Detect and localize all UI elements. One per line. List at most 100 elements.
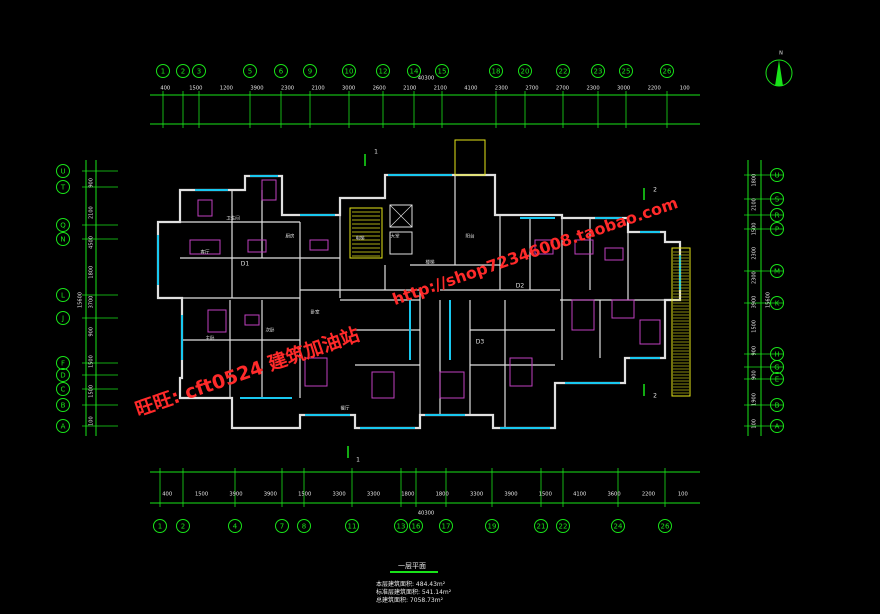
- top-dim-text: 2100: [434, 86, 447, 92]
- bottom-axis-bubble-circle: [176, 519, 190, 533]
- top-axis-bubble: 9: [308, 68, 312, 76]
- top-dim-text: 2200: [648, 86, 661, 92]
- top-axis-bubble: 1: [161, 68, 165, 76]
- top-axis-bubble-circle: [342, 64, 356, 78]
- left-axis-bubble-circle: [56, 232, 70, 246]
- right-axis-bubble: A: [775, 423, 780, 431]
- north-label: N: [779, 51, 783, 57]
- entrance-canopy: [454, 139, 486, 176]
- top-axis-bubble-circle: [176, 64, 190, 78]
- left-axis-bubble: C: [61, 386, 66, 394]
- unit-label: D1: [241, 261, 250, 268]
- top-axis-bubble-circle: [156, 64, 170, 78]
- bottom-dim-text: 400: [162, 492, 172, 498]
- bottom-axis-bubble-circle: [297, 519, 311, 533]
- room-label: 阳台: [466, 233, 475, 240]
- right-dim-text: 2100: [752, 198, 758, 211]
- top-dim-text: 1500: [189, 86, 202, 92]
- bottom-axis-bubble-circle: [611, 519, 625, 533]
- furniture: [247, 239, 267, 253]
- left-axis-bubble: A: [61, 423, 66, 431]
- furniture: [574, 239, 594, 255]
- north-pointer: [775, 60, 783, 86]
- top-axis-bubble: 10: [345, 68, 354, 76]
- left-dim-text: 1500: [89, 355, 95, 368]
- left-dim-text: 900: [89, 327, 95, 337]
- top-dim-text: 2700: [525, 86, 538, 92]
- furniture: [189, 239, 221, 255]
- right-axis-bubble: R: [775, 212, 780, 220]
- bottom-axis-bubble-circle: [534, 519, 548, 533]
- right-axis-bubble: G: [774, 364, 779, 372]
- left-axis-bubble-circle: [56, 288, 70, 302]
- top-dim-text: 4100: [464, 86, 477, 92]
- top-axis-bubble: 5: [248, 68, 252, 76]
- area-line-1: 本层建筑面积: 484.43m²: [376, 581, 446, 588]
- bottom-axis-bubble: 11: [348, 523, 357, 531]
- bottom-axis-bubble-circle: [658, 519, 672, 533]
- furniture: [571, 299, 595, 331]
- bottom-axis-bubble: 13: [397, 523, 406, 531]
- bottom-dim-text: 1500: [539, 492, 552, 498]
- right-dimension-chain: USRPMKHGEBA18002100150023002300390015009…: [744, 160, 784, 436]
- bottom-axis-bubble-circle: [345, 519, 359, 533]
- top-axis-bubble-circle: [619, 64, 633, 78]
- bottom-axis-bubble: 24: [614, 523, 623, 531]
- room-label: 客厅: [201, 249, 210, 256]
- right-axis-bubble-circle: [770, 208, 784, 222]
- right-dim-text: 100: [752, 419, 758, 429]
- right-axis-bubble: H: [774, 351, 779, 359]
- furniture: [244, 314, 260, 326]
- right-dim-text: 900: [752, 370, 758, 380]
- top-dim-text: 2100: [403, 86, 416, 92]
- left-dim-text: 4500: [89, 236, 95, 249]
- right-axis-bubble: M: [774, 268, 780, 276]
- right-axis-bubble-circle: [770, 222, 784, 236]
- bottom-axis-bubble-circle: [275, 519, 289, 533]
- left-axis-bubble-circle: [56, 382, 70, 396]
- unit-label: D3: [476, 339, 485, 346]
- bottom-axis-bubble: 17: [442, 523, 451, 531]
- left-axis-bubble: J: [61, 315, 64, 323]
- bottom-axis-bubble: 2: [181, 523, 185, 531]
- left-axis-bubble: F: [61, 360, 65, 368]
- left-axis-bubble-circle: [56, 398, 70, 412]
- north-arrow-icon: N: [765, 51, 793, 87]
- bottom-dim-text: 3900: [504, 492, 517, 498]
- area-line-2: 标准层建筑面积: 541.14m²: [376, 589, 452, 596]
- furniture: [207, 309, 227, 333]
- room-label: 主卧: [206, 335, 215, 342]
- left-dim-text: 1800: [89, 266, 95, 279]
- top-total-text: 40300: [418, 76, 435, 82]
- bottom-axis-bubble: 4: [233, 523, 238, 531]
- right-axis-bubble-circle: [770, 372, 784, 386]
- left-axis-bubble: B: [61, 402, 66, 410]
- bottom-dim-text: 3300: [470, 492, 483, 498]
- room-label: 次卧: [266, 327, 275, 334]
- bottom-dim-text: 3900: [229, 492, 242, 498]
- top-dim-text: 2700: [556, 86, 569, 92]
- top-dim-text: 2300: [281, 86, 294, 92]
- left-axis-bubble: N: [60, 236, 65, 244]
- top-axis-bubble-circle: [518, 64, 532, 78]
- top-axis-bubble-circle: [376, 64, 390, 78]
- top-axis-bubble: 15: [438, 68, 447, 76]
- right-dim-text: 2300: [752, 271, 758, 284]
- right-axis-bubble-circle: [770, 168, 784, 182]
- room-label: 电梯: [356, 235, 365, 242]
- right-dim-text: 1500: [752, 320, 758, 333]
- top-axis-bubble: 23: [594, 68, 603, 76]
- furniture: [611, 299, 635, 319]
- right-dim-text: 1900: [752, 393, 758, 406]
- bottom-dim-text: 1500: [298, 492, 311, 498]
- right-dim-text: 1500: [752, 223, 758, 236]
- bottom-axis-bubble-circle: [228, 519, 242, 533]
- left-axis-bubble: U: [60, 168, 65, 176]
- elevator-cross: [389, 204, 413, 228]
- bottom-axis-bubble: 22: [559, 523, 568, 531]
- top-axis-bubble: 2: [181, 68, 185, 76]
- right-axis-bubble: K: [775, 300, 780, 308]
- left-dim-text: 100: [89, 416, 95, 426]
